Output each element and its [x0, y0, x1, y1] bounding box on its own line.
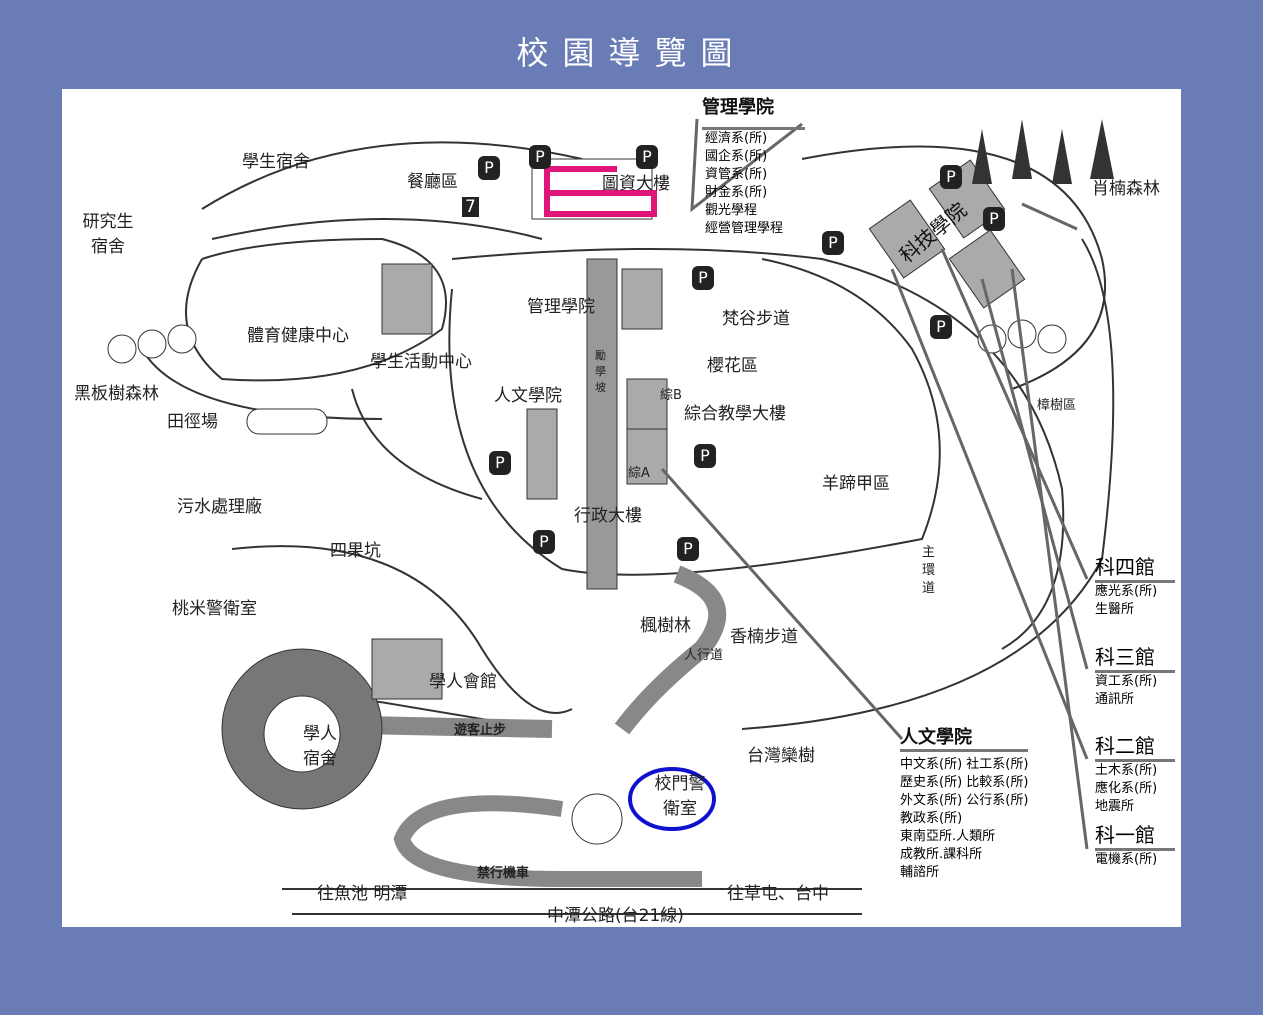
label-student-center[interactable]: 學生活動中心: [370, 352, 472, 372]
label-zong-b: 綜B: [660, 388, 682, 403]
sci3-panel: 科三館 資工系(所) 通訊所: [1095, 641, 1175, 709]
label-no-motor: 禁行機車: [477, 866, 530, 881]
sci-dept: 生醫所: [1095, 602, 1135, 617]
label-gate-guard[interactable]: 校門警衛室: [654, 774, 706, 819]
label-general-bldg[interactable]: 綜合教學大樓: [684, 404, 786, 424]
parking-icon: P: [692, 266, 714, 290]
label-sigou: 四果坑: [330, 541, 381, 561]
label-sakura: 櫻花區: [707, 356, 758, 376]
sci-dept: 應光系(所): [1095, 584, 1158, 599]
sci4-title: 科四館: [1095, 551, 1175, 583]
humanities-dept: 東南亞所.人類所: [900, 829, 996, 844]
label-taomi-guard: 桃米警衛室: [172, 599, 257, 619]
label-sidewalk: 人行道: [684, 648, 724, 663]
parking-icon: P: [822, 231, 844, 255]
humanities-dept: 歷史系(所) 比較系(所): [900, 775, 1029, 790]
humanities-dept: 外文系(所) 公行系(所): [900, 793, 1029, 808]
label-xiaonan-forest: 肖楠森林: [1092, 179, 1160, 199]
sci4-panel: 科四館 應光系(所) 生醫所: [1095, 551, 1175, 619]
label-sewage: 污水處理廠: [177, 497, 262, 517]
label-to-yuchi: 往魚池 明潭: [317, 884, 408, 904]
library-highlight: [544, 166, 657, 217]
humanities-dept: 成教所.課科所: [900, 847, 983, 862]
humanities-dept: 中文系(所) 社工系(所): [900, 757, 1029, 772]
parking-icon: P: [529, 145, 551, 169]
sci-dept: 通訊所: [1095, 692, 1135, 707]
mgmt-title: 管理學院: [702, 97, 774, 118]
label-fan-trail: 梵谷步道: [722, 309, 790, 329]
label-maple: 楓樹林: [640, 616, 691, 636]
map-title: 校園導覽圖: [516, 34, 747, 72]
label-banyan: 台灣欒樹: [747, 746, 815, 766]
mgmt-dept: 國企系(所): [705, 149, 768, 164]
parking-icon: P: [983, 207, 1005, 231]
label-highway: 中潭公路(台21線): [547, 906, 684, 926]
sci-dept: 資工系(所): [1095, 674, 1158, 689]
label-xiangnan-trail: 香楠步道: [730, 627, 798, 647]
campus-map: 學生宿舍 餐廳區 圖資大樓 研究生宿舍 體育健康中心 學生活動中心 黑板樹森林 …: [62, 89, 1181, 927]
label-to-caotun: 往草屯、台中: [727, 884, 829, 904]
parking-icon: P: [533, 530, 555, 554]
label-main-ring: 主環道: [922, 545, 936, 596]
label-blackboard-forest: 黑板樹森林: [74, 384, 159, 404]
sci-dept: 應化系(所): [1095, 781, 1158, 796]
label-mgmt-bldg[interactable]: 管理學院: [527, 297, 595, 317]
parking-icon: P: [930, 315, 952, 339]
mgmt-dept: 財金系(所): [705, 185, 768, 200]
label-lizhi-slope: 勵學坡: [595, 349, 606, 394]
label-track: 田徑場: [167, 412, 218, 432]
parking-icon: P: [636, 145, 658, 169]
parking-icon: P: [694, 444, 716, 468]
label-dorm: 學生宿舍: [242, 152, 310, 172]
sci1-title: 科一館: [1095, 819, 1175, 851]
sci2-title: 科二館: [1095, 730, 1175, 762]
mgmt-dept: 資管系(所): [705, 167, 768, 182]
parking-icon: P: [478, 156, 500, 180]
sci-dept: 土木系(所): [1095, 763, 1158, 778]
label-camphor: 樟樹區: [1037, 398, 1077, 413]
label-gym[interactable]: 體育健康中心: [247, 326, 349, 346]
humanities-title: 人文學院: [900, 723, 1029, 752]
label-canteen: 餐廳區: [407, 172, 458, 192]
label-humanities-bldg[interactable]: 人文學院: [494, 386, 562, 406]
sci-dept: 地震所: [1095, 799, 1135, 814]
sci3-title: 科三館: [1095, 641, 1175, 673]
parking-icon: P: [940, 165, 962, 189]
mgmt-panel: 管理學院 經濟系(所) 國企系(所) 資管系(所) 財金系(所) 觀光學程 經營…: [702, 93, 805, 238]
seven-eleven-icon: 7: [462, 197, 479, 217]
label-zong-a: 綜A: [628, 466, 650, 481]
label-no-car: 遊客止步: [454, 723, 507, 738]
label-scholar-hall[interactable]: 學人會館: [429, 672, 497, 692]
humanities-dept: 教政系(所): [900, 811, 963, 826]
mgmt-dept: 經濟系(所): [705, 131, 768, 146]
sci1-panel: 科一館 電機系(所): [1095, 819, 1175, 869]
label-scholar-dorm: 學人宿舍: [303, 724, 337, 769]
parking-icon: P: [677, 537, 699, 561]
label-admin-bldg[interactable]: 行政大樓: [574, 506, 642, 526]
sci-dept: 電機系(所): [1095, 852, 1158, 867]
sci2-panel: 科二館 土木系(所) 應化系(所) 地震所: [1095, 730, 1175, 816]
mgmt-dept: 觀光學程: [705, 203, 758, 218]
road-network: [107, 118, 1115, 915]
parking-icon: P: [489, 451, 511, 475]
label-library[interactable]: 圖資大樓: [602, 174, 670, 194]
humanities-panel: 人文學院 中文系(所) 社工系(所) 歷史系(所) 比較系(所) 外文系(所) …: [900, 723, 1029, 882]
label-goat: 羊蹄甲區: [822, 474, 890, 494]
mgmt-dept: 經營管理學程: [705, 221, 784, 236]
gate-guard-highlight: [628, 767, 716, 831]
humanities-dept: 輔諮所: [900, 865, 940, 880]
label-grad-dorm: 研究生宿舍: [82, 212, 134, 257]
